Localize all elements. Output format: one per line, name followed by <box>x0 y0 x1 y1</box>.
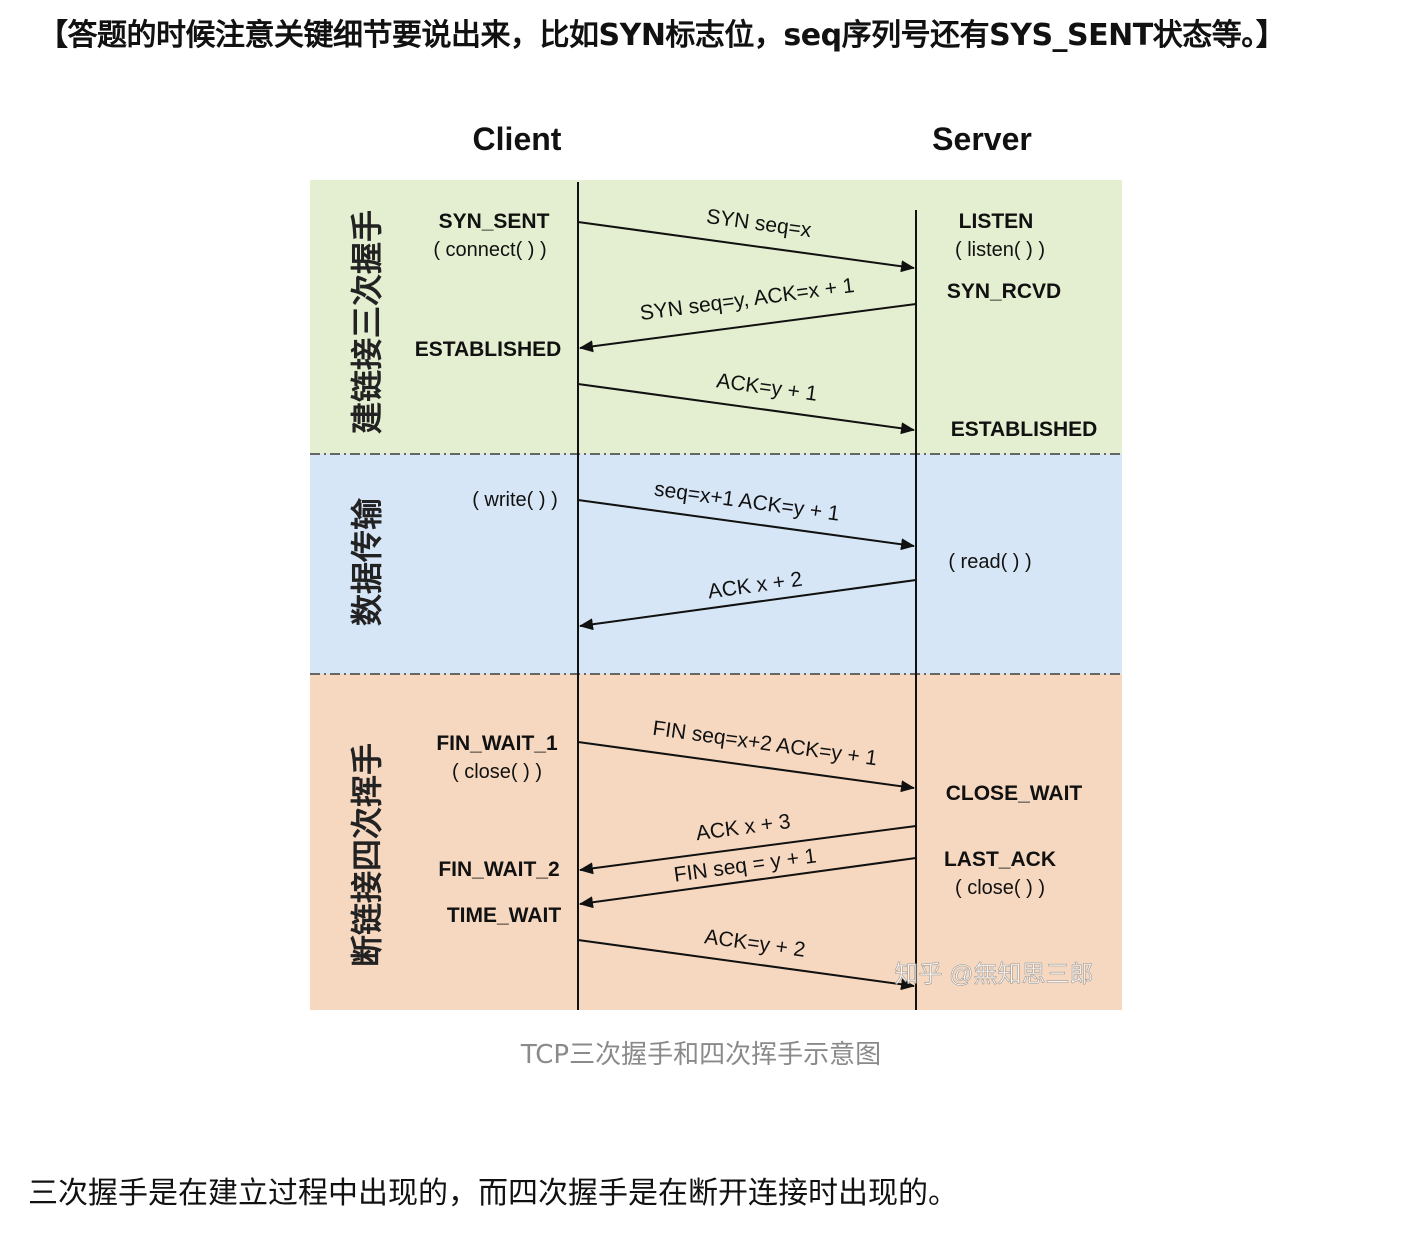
message-arrow <box>577 383 915 435</box>
server-state-listen: LISTEN <box>959 210 1034 233</box>
message-arrow <box>577 741 915 793</box>
section-title-transfer: 数据传输 <box>349 497 385 626</box>
server-call-listen: ( listen( ) ) <box>955 239 1045 261</box>
client-call-close: ( close( ) ) <box>452 761 542 783</box>
section-handshake-bg <box>310 180 1122 454</box>
message-arrow <box>577 221 915 273</box>
section-title-handshake: 建链接三次握手 <box>349 210 385 434</box>
section-title-teardown: 断链接四次挥手 <box>349 743 385 967</box>
server-label: Server <box>932 121 1032 157</box>
figure-caption: TCP三次握手和四次挥手示意图 <box>520 1040 882 1070</box>
section-transfer-bg <box>310 454 1122 674</box>
message-arrow <box>579 825 917 875</box>
client-state-fin-wait-2: FIN_WAIT_2 <box>438 858 559 881</box>
server-state-established: ESTABLISHED <box>951 418 1098 441</box>
section-teardown-bg <box>310 674 1122 1010</box>
message-arrow <box>579 303 917 353</box>
tcp-handshake-diagram: Client Server 建链接三次握手 数据传输 断链接四次挥手 SYN_S… <box>310 112 1122 1012</box>
client-state-syn-sent: SYN_SENT <box>439 210 550 233</box>
client-state-established: ESTABLISHED <box>415 338 562 361</box>
server-call-close: ( close( ) ) <box>955 877 1045 899</box>
server-state-syn-rcvd: SYN_RCVD <box>947 280 1061 303</box>
client-call-connect: ( connect( ) ) <box>433 239 546 261</box>
message-arrow <box>579 579 917 631</box>
watermark: 知乎 @無知思三郎 <box>894 961 1093 988</box>
server-state-last-ack: LAST_ACK <box>944 848 1056 871</box>
headline: 【答题的时候注意关键细节要说出来，比如SYN标志位，seq序列号还有SYS_SE… <box>38 18 1286 53</box>
server-state-close-wait: CLOSE_WAIT <box>946 782 1083 805</box>
client-state-time-wait: TIME_WAIT <box>447 904 562 927</box>
client-call-write: ( write( ) ) <box>472 489 558 511</box>
message-arrow <box>579 857 917 909</box>
message-arrow <box>577 939 915 991</box>
body-paragraph: 三次握手是在建立过程中出现的，而四次握手是在断开连接时出现的。 <box>28 1176 958 1211</box>
client-label: Client <box>473 121 562 157</box>
client-state-fin-wait-1: FIN_WAIT_1 <box>436 732 558 755</box>
server-call-read: ( read( ) ) <box>948 551 1031 573</box>
message-arrow <box>577 499 915 551</box>
